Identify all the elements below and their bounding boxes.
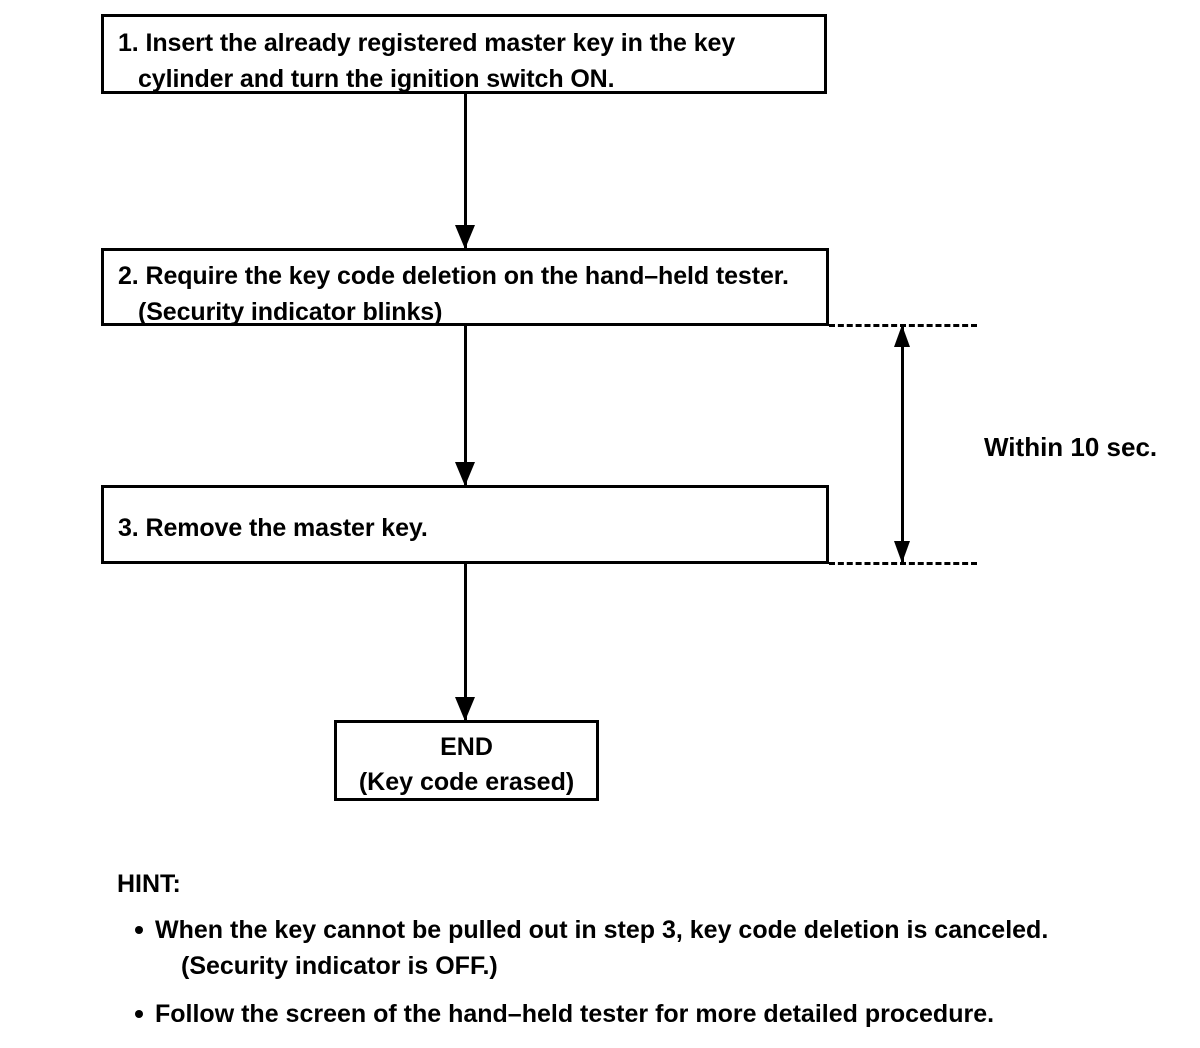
hint-item-1-sub: (Security indicator is OFF.) (181, 951, 498, 980)
flowchart-step-2-box: 2. Require the key code deletion on the … (101, 248, 829, 326)
step-1-line-2: cylinder and turn the ignition switch ON… (138, 64, 615, 93)
timing-double-arrow (894, 325, 910, 563)
step-2-line-2: (Security indicator blinks) (138, 297, 443, 326)
connector-arrow-step1-to-step2 (455, 93, 475, 249)
arrow-down-icon (894, 541, 910, 563)
flowchart-end-box: END (Key code erased) (334, 720, 599, 801)
connector-arrow-step2-to-step3 (455, 325, 475, 486)
timing-guide-line-bottom (829, 562, 977, 565)
step-2-line-1: 2. Require the key code deletion on the … (118, 262, 789, 290)
connector-arrow-step3-to-end (455, 563, 475, 721)
hint-item-1-main: When the key cannot be pulled out in ste… (155, 916, 1049, 944)
arrow-up-icon (894, 325, 910, 347)
end-label-primary: END (440, 733, 493, 761)
bullet-icon (135, 926, 143, 934)
flowchart-step-3-box: 3. Remove the master key. (101, 485, 829, 564)
hint-title: HINT: (117, 870, 181, 898)
hint-list-item: Follow the screen of the hand–held teste… (117, 997, 1048, 1033)
timing-label: Within 10 sec. (984, 432, 1158, 462)
step-3-line-1: 3. Remove the master key. (118, 514, 428, 542)
hint-item-2-main: Follow the screen of the hand–held teste… (155, 1000, 995, 1028)
end-label-secondary: (Key code erased) (358, 767, 575, 796)
arrow-down-icon (455, 462, 475, 486)
hint-list-item: When the key cannot be pulled out in ste… (117, 913, 1048, 984)
bullet-icon (135, 1010, 143, 1018)
arrow-down-icon (455, 697, 475, 721)
hint-block: HINT: When the key cannot be pulled out … (117, 872, 1048, 1046)
arrow-down-icon (455, 225, 475, 249)
flowchart-step-1-box: 1. Insert the already registered master … (101, 14, 827, 94)
step-1-line-1: 1. Insert the already registered master … (118, 29, 736, 57)
